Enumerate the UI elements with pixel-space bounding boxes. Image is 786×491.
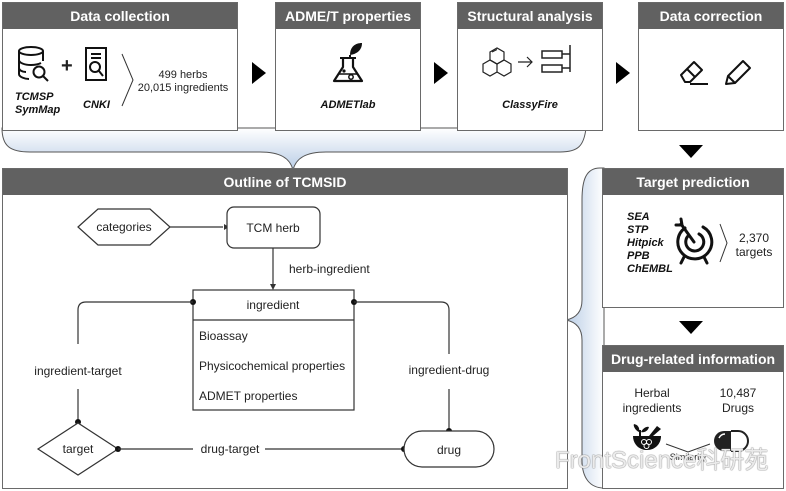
flow-arrow-down-2 [679, 321, 703, 334]
tcm-herb-label: TCM herb [246, 221, 300, 235]
target-label: target [63, 442, 94, 456]
tool-stp: STP [627, 224, 649, 236]
target-arrow-icon [674, 217, 714, 265]
flow-arrow-1 [252, 62, 266, 84]
capsule-icon [714, 430, 749, 452]
target-prediction-panel: Target prediction SEA STP Hitpick PPB Ch… [602, 168, 784, 308]
source-tcmsp: TCMSP [15, 91, 54, 103]
target-unit: targets [735, 245, 773, 259]
categories-label: categories [96, 220, 151, 234]
document-search-icon [85, 47, 107, 81]
plus-sign: + [61, 55, 73, 77]
categories-node[interactable]: categories [77, 208, 171, 246]
flow-arrow-3 [616, 62, 630, 84]
data-collection-panel: Data collection + TCMSP SymMap CNKI 499 … [2, 2, 238, 131]
molecule-icon [482, 47, 512, 77]
edge-ingredient-target-upper [77, 301, 193, 344]
data-correction-panel: Data correction [638, 2, 784, 131]
flow-arrow-down-1 [679, 145, 703, 158]
similarity-link [665, 443, 711, 453]
similarity-label: Similarity [669, 452, 707, 462]
flow-arrow-2 [434, 62, 448, 84]
flask-leaf-icon [332, 43, 364, 83]
drug-node[interactable]: drug [403, 430, 495, 468]
drug-unit: Drugs [721, 401, 754, 415]
tool-hitpick: Hitpick [627, 237, 664, 249]
tool-chembl: ChEMBL [627, 263, 673, 275]
target-prediction-title: Target prediction [603, 169, 783, 195]
drug-info-panel: Drug-related information Herbal ingredie… [602, 345, 784, 489]
outline-diagram: categories TCM herb herb-ingredient ingr… [34, 206, 495, 476]
field-physicochemical: Physicochemical properties [199, 359, 345, 373]
pencil-icon [725, 60, 751, 85]
ingredient-count: 20,015 ingredients [137, 82, 229, 94]
tool-sea: SEA [627, 211, 650, 223]
data-correction-title: Data correction [639, 3, 783, 29]
drug-count: 10,487 [719, 386, 757, 400]
tcm-herb-node[interactable]: TCM herb [226, 206, 321, 249]
edge-ingredient-drug-upper [354, 301, 450, 354]
arrow-icon [518, 56, 533, 68]
target-count: 2,370 [738, 231, 770, 245]
tool-ppb: PPB [627, 250, 650, 262]
bracket-divider [121, 53, 134, 107]
herb-ingredient-label: herb-ingredient [289, 262, 370, 276]
field-bioassay: Bioassay [199, 329, 248, 343]
arrowhead [270, 284, 276, 290]
data-collection-title: Data collection [3, 3, 237, 29]
herbal-label-1: Herbal [634, 386, 670, 400]
watermark-text: FrontScience科研苑 [555, 447, 769, 474]
ingredient-node[interactable]: ingredient Bioassay Physicochemical prop… [192, 289, 355, 411]
structural-title: Structural analysis [458, 3, 602, 29]
drug-target-label: drug-target [201, 442, 260, 456]
outline-panel: Outline of TCMSID categories TCM herb he… [2, 168, 568, 489]
mortar-herb-icon [633, 424, 661, 450]
drug-label: drug [437, 443, 461, 457]
admet-panel: ADME/T properties ADMETlab [275, 2, 421, 131]
database-search-icon [18, 46, 49, 82]
source-cnki: CNKI [83, 99, 110, 111]
admet-title: ADME/T properties [276, 3, 420, 29]
classyfire-label: ClassyFire [502, 99, 558, 111]
bracket-divider [719, 223, 728, 263]
structural-panel: Structural analysis ClassyFire [457, 2, 603, 131]
source-symmap: SymMap [15, 104, 61, 116]
hierarchy-icon [541, 45, 571, 73]
field-admet: ADMET properties [199, 389, 297, 403]
admetlab-label: ADMETlab [320, 99, 376, 111]
herb-count: 499 herbs [158, 69, 208, 81]
eraser-icon [680, 61, 708, 85]
target-node[interactable]: target [36, 422, 120, 476]
ingredient-drug-label: ingredient-drug [409, 363, 490, 377]
ingredient-label: ingredient [247, 298, 300, 312]
outline-title: Outline of TCMSID [3, 169, 567, 195]
herbal-label-2: ingredients [622, 401, 682, 415]
ingredient-target-label: ingredient-target [34, 364, 122, 378]
drug-info-title: Drug-related information [603, 346, 783, 372]
